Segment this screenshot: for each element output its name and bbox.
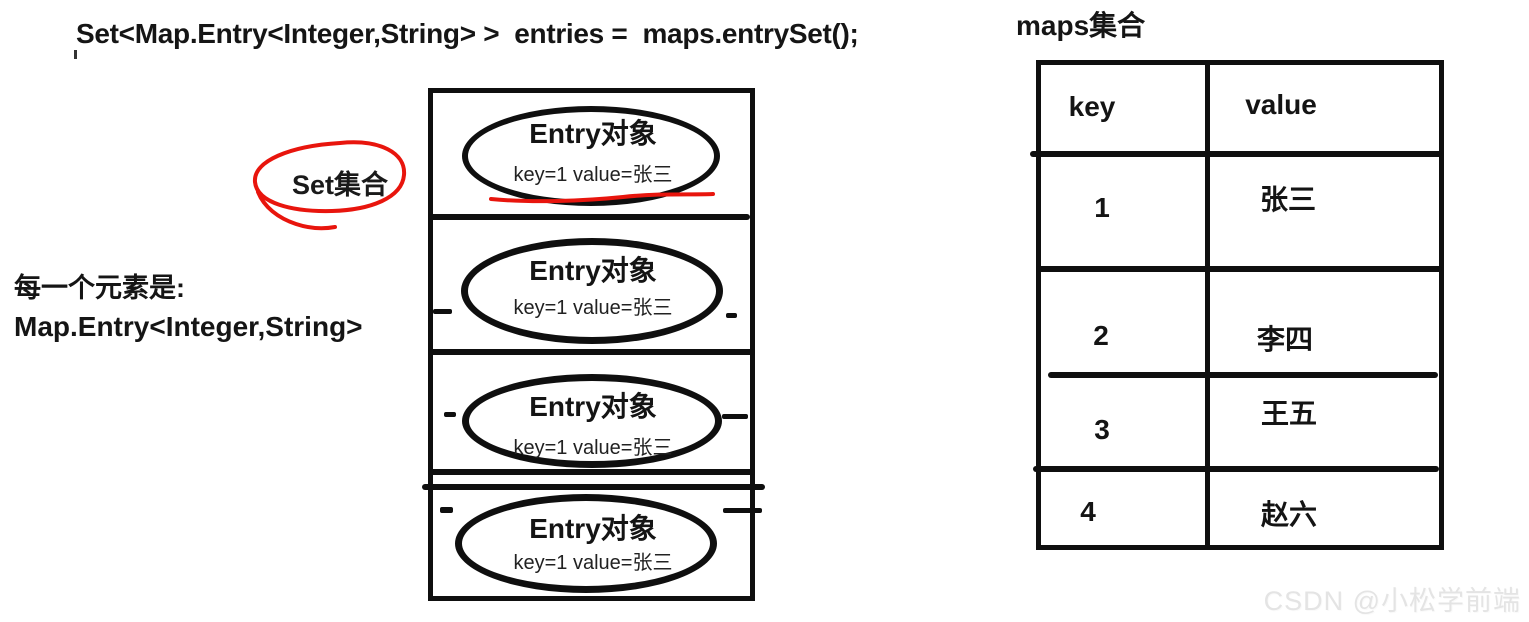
entry-title-1: Entry对象 [529,118,657,149]
table-row-divider-4 [1033,466,1439,472]
entry-detail-4: key=1 value=张三 [513,552,673,574]
maps-collection-label: maps集合 [1016,10,1146,41]
table-key-2: 2 [1093,320,1109,351]
tick-dash-left-2 [433,309,452,314]
table-value-2: 李四 [1256,324,1314,355]
stack-divider-2 [428,349,755,355]
entry-ellipse-1 [462,106,720,206]
tick-dash-right-2 [726,313,737,318]
table-key-1: 1 [1094,192,1110,223]
table-row-divider-1 [1030,151,1442,157]
entry-detail-1: key=1 value=张三 [513,164,673,186]
entry-ellipse-4 [455,494,717,593]
table-key-3: 3 [1094,414,1110,445]
stack-divider-1 [428,214,750,220]
table-key-4: 4 [1080,496,1096,527]
entry-title-3: Entry对象 [529,391,657,422]
set-collection-label: Set集合 [292,170,389,200]
entry-title-4: Entry对象 [529,513,657,544]
table-header-key: key [1068,91,1116,122]
tick-dash-right-3 [722,414,748,419]
table-value-3: 王五 [1260,398,1318,429]
entry-detail-2: key=1 value=张三 [513,297,673,319]
table-value-1: 张三 [1259,184,1317,215]
watermark: CSDN @小松学前端 [1263,586,1521,616]
entry-ellipse-3 [462,374,722,468]
entry-title-2: Entry对象 [529,255,657,286]
note-every-element: 每一个元素是: [14,273,185,303]
tick-dash-right-4 [723,508,762,513]
red-circle-annotation [252,140,407,231]
entry-stack-box [428,88,755,601]
table-value-4: 赵六 [1260,499,1318,530]
table-column-divider [1205,60,1210,550]
table-header-value: value [1245,89,1317,120]
table-row-divider-2 [1036,266,1442,272]
entry-detail-3: key=1 value=张三 [513,437,673,459]
stack-divider-4 [422,484,765,490]
maps-table-frame [1036,60,1444,550]
entry-ellipse-2 [461,238,723,344]
code-statement: Set<Map.Entry<Integer,String> > entries … [76,18,859,49]
stack-divider-3 [428,469,755,475]
tick-dash-left-4 [440,507,453,513]
note-entry-type: Map.Entry<Integer,String> [14,311,363,342]
stray-pen-mark [74,50,77,59]
red-underline-annotation [489,192,715,204]
table-row-divider-3 [1048,372,1438,378]
tick-dash-left-3 [444,412,456,417]
